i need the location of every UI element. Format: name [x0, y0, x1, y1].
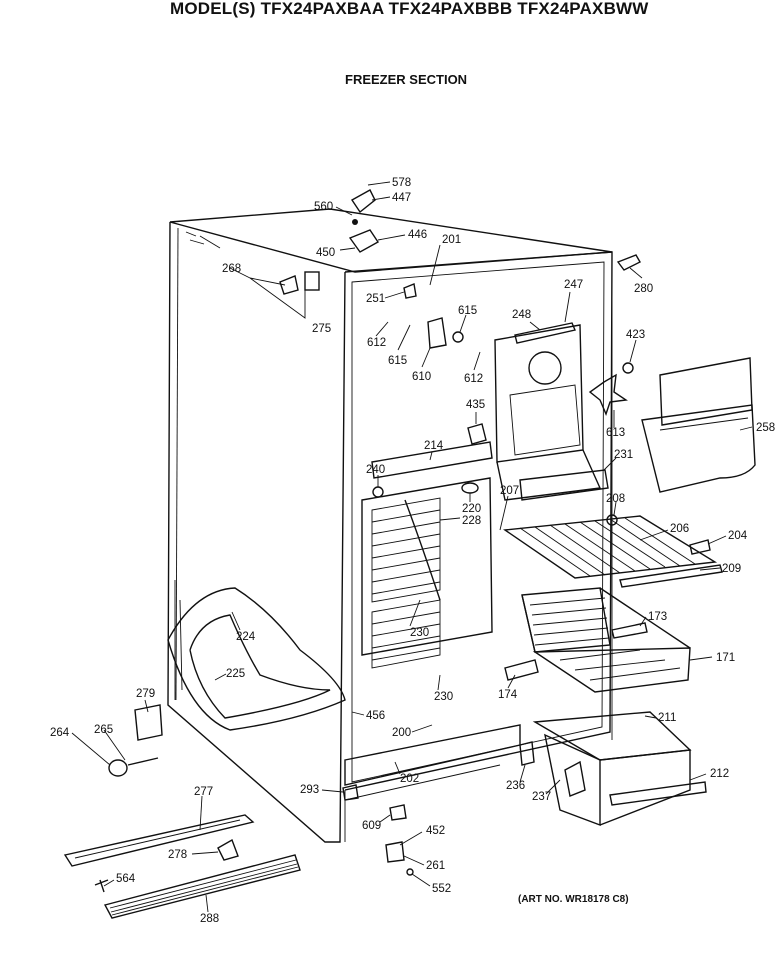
- part-label[interactable]: 615: [458, 305, 477, 317]
- part-label[interactable]: 609: [362, 820, 381, 832]
- part-label[interactable]: 578: [392, 177, 411, 189]
- part-label[interactable]: 612: [367, 337, 386, 349]
- part-labels: 578 447 560 446 450 201 268 280 251 247 …: [50, 177, 775, 925]
- section-title: FREEZER SECTION: [345, 72, 468, 87]
- part-label[interactable]: 612: [464, 373, 483, 385]
- part-label[interactable]: 450: [316, 247, 335, 259]
- part-label[interactable]: 211: [658, 712, 676, 724]
- part-label[interactable]: 174: [498, 689, 518, 701]
- part-label[interactable]: 231: [614, 449, 633, 461]
- part-label[interactable]: 209: [722, 563, 741, 575]
- part-label[interactable]: 278: [168, 849, 187, 861]
- evaporator-assembly: [361, 441, 493, 669]
- part-label[interactable]: 268: [222, 263, 241, 275]
- part-label[interactable]: 280: [634, 283, 653, 295]
- part-label[interactable]: 212: [710, 768, 729, 780]
- part-label[interactable]: 200: [392, 727, 411, 739]
- part-label[interactable]: 264: [50, 727, 70, 739]
- part-label[interactable]: 202: [400, 773, 419, 785]
- part-label[interactable]: 220: [462, 503, 481, 515]
- part-label[interactable]: 206: [670, 523, 689, 535]
- part-label[interactable]: 610: [412, 371, 431, 383]
- model-numbers: MODEL(S) TFX24PAXBAA TFX24PAXBBB TFX24PA…: [170, 0, 649, 18]
- part-label[interactable]: 435: [466, 399, 485, 411]
- part-label[interactable]: 447: [392, 192, 411, 204]
- part-label[interactable]: 277: [194, 786, 213, 798]
- part-label[interactable]: 275: [312, 323, 331, 335]
- part-label[interactable]: 173: [648, 611, 667, 623]
- part-label[interactable]: 446: [408, 229, 427, 241]
- part-label[interactable]: 236: [506, 780, 525, 792]
- part-label[interactable]: 423: [626, 329, 645, 341]
- part-label[interactable]: 171: [716, 652, 735, 664]
- part-label[interactable]: 201: [442, 234, 461, 246]
- fan-shroud: [494, 322, 628, 501]
- part-label[interactable]: 552: [432, 883, 451, 895]
- rail-and-grille: [63, 814, 301, 919]
- part-label[interactable]: 613: [606, 427, 625, 439]
- cover-panel: [641, 357, 756, 493]
- part-label[interactable]: 258: [756, 422, 775, 434]
- part-label[interactable]: 288: [200, 913, 219, 925]
- part-label[interactable]: 230: [434, 691, 453, 703]
- part-label[interactable]: 265: [94, 724, 113, 736]
- part-label[interactable]: 251: [366, 293, 385, 305]
- part-label[interactable]: 456: [366, 710, 385, 722]
- part-label[interactable]: 225: [226, 668, 245, 680]
- part-label[interactable]: 230: [410, 627, 429, 639]
- part-label[interactable]: 293: [300, 784, 319, 796]
- part-label[interactable]: 248: [512, 309, 531, 321]
- part-label[interactable]: 247: [564, 279, 583, 291]
- part-label[interactable]: 208: [606, 493, 625, 505]
- leader-lines: [71, 181, 753, 913]
- part-label[interactable]: 240: [366, 464, 385, 476]
- wire-basket: [521, 587, 691, 693]
- ice-bin: [532, 711, 707, 827]
- part-label[interactable]: 452: [426, 825, 445, 837]
- wire-shelf: [503, 515, 723, 588]
- part-label[interactable]: 261: [426, 860, 445, 872]
- part-label[interactable]: 214: [424, 440, 444, 452]
- part-label[interactable]: 228: [462, 515, 481, 527]
- part-label[interactable]: 207: [500, 485, 519, 497]
- part-label[interactable]: 560: [314, 201, 333, 213]
- art-number: (ART NO. WR18178 C8): [518, 894, 629, 905]
- hardware: [94, 189, 711, 893]
- part-label[interactable]: 615: [388, 355, 407, 367]
- part-label[interactable]: 564: [116, 873, 136, 885]
- part-label[interactable]: 237: [532, 791, 551, 803]
- ice-tray: [167, 587, 346, 731]
- part-label[interactable]: 224: [236, 631, 256, 643]
- cabinet: [167, 208, 613, 843]
- part-label[interactable]: 279: [136, 688, 155, 700]
- part-label[interactable]: 204: [728, 530, 748, 542]
